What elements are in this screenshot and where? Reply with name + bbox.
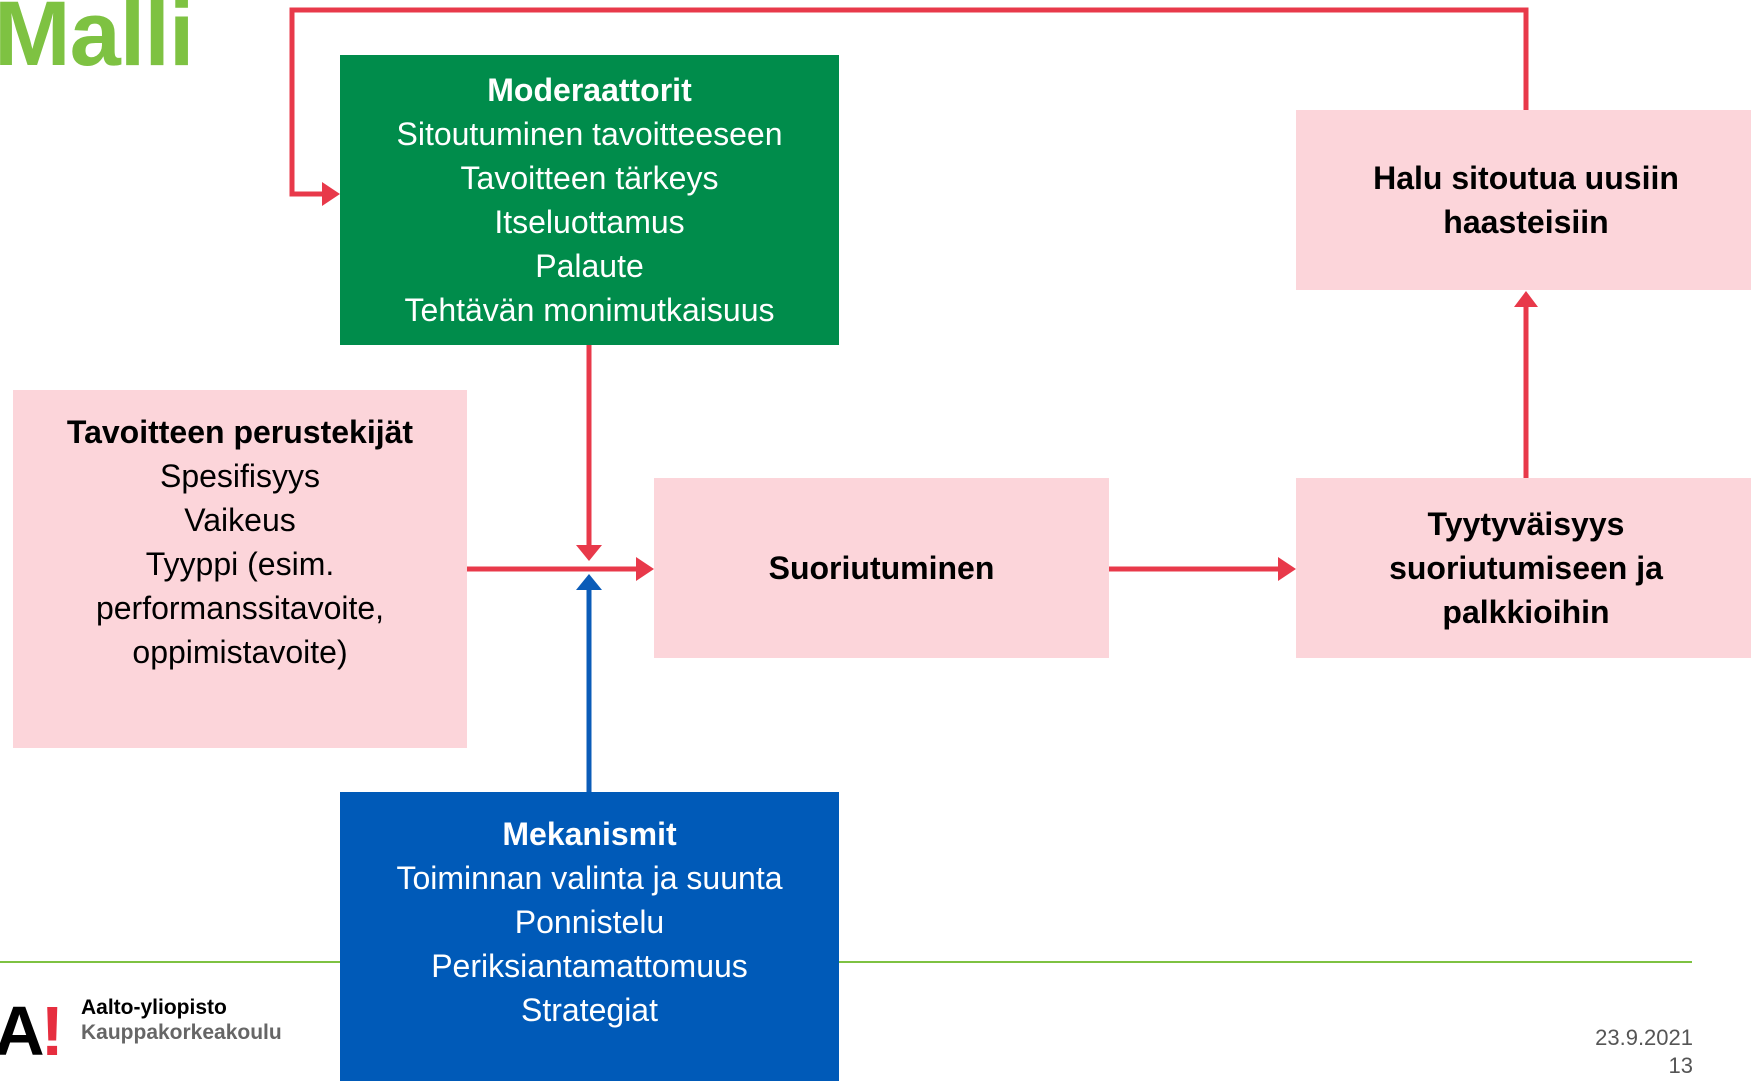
moderaattorit-item: Tehtävän monimutkaisuus (404, 292, 775, 328)
arrow-mekanismit-up (576, 574, 602, 590)
suoriutuminen-heading: Suoriutuminen (768, 550, 995, 586)
moderaattorit-item: Tavoitteen tärkeys (460, 160, 719, 196)
halu-line: haasteisiin (1443, 204, 1609, 240)
perustekijat-item: Vaikeus (184, 502, 296, 538)
mekanismit-item: Strategiat (521, 992, 658, 1028)
perustekijat-item: Tyyppi (esim. (145, 546, 335, 582)
aalto-logo-letter: A (0, 992, 45, 1070)
perustekijat-box: Tavoitteen perustekijät Spesifisyys Vaik… (13, 390, 467, 748)
arrow-into-moderaattorit (322, 182, 340, 206)
footer-date-block: 23.9.2021 13 (1595, 1024, 1693, 1080)
aalto-logo: A! (0, 996, 64, 1066)
moderaattorit-box: Moderaattorit Sitoutuminen tavoitteeseen… (340, 55, 839, 345)
arrow-into-halu (1514, 291, 1538, 307)
tyytyvaisyys-line: Tyytyväisyys (1427, 506, 1625, 542)
moderaattorit-item: Palaute (535, 248, 644, 284)
footer-org-line2: Kauppakorkeakoulu (81, 1021, 282, 1044)
footer-date: 23.9.2021 (1595, 1025, 1693, 1050)
tyytyvaisyys-line: suoriutumiseen ja (1389, 550, 1663, 586)
footer-org-line1: Aalto-yliopisto (81, 996, 227, 1019)
moderaattorit-heading: Moderaattorit (487, 72, 692, 108)
arrow-into-tyytyvaisyys (1278, 557, 1296, 581)
suoriutuminen-box: Suoriutuminen (654, 478, 1109, 658)
moderaattorit-item: Itseluottamus (494, 204, 685, 240)
mekanismit-item: Periksiantamattomuus (431, 948, 748, 984)
tyytyvaisyys-line: palkkioihin (1442, 594, 1610, 630)
mekanismit-box: Mekanismit Toiminnan valinta ja suunta P… (340, 792, 839, 1081)
footer-page-number: 13 (1668, 1053, 1693, 1078)
perustekijat-item: oppimistavoite) (132, 634, 348, 670)
footer-organization: Aalto-yliopisto Kauppakorkeakoulu (81, 995, 282, 1045)
mekanismit-heading: Mekanismit (502, 816, 677, 852)
perustekijat-heading: Tavoitteen perustekijät (66, 414, 414, 450)
feedback-loop-line (289, 7, 1529, 197)
perustekijat-item: performanssitavoite, (95, 590, 385, 626)
halu-box: Halu sitoutua uusiin haasteisiin (1296, 110, 1751, 290)
mekanismit-item: Toiminnan valinta ja suunta (396, 860, 783, 896)
halu-line: Halu sitoutua uusiin (1373, 160, 1679, 196)
mekanismit-item: Ponnistelu (514, 904, 665, 940)
moderaattorit-item: Sitoutuminen tavoitteeseen (396, 116, 783, 152)
tyytyvaisyys-box: Tyytyväisyys suoriutumiseen ja palkkioih… (1296, 478, 1751, 658)
arrow-into-suoriutuminen (636, 557, 654, 581)
slide-title: Malli (0, 0, 194, 85)
arrow-moderaattorit-down (576, 545, 602, 561)
aalto-logo-exclamation: ! (40, 992, 64, 1070)
perustekijat-item: Spesifisyys (159, 458, 321, 494)
